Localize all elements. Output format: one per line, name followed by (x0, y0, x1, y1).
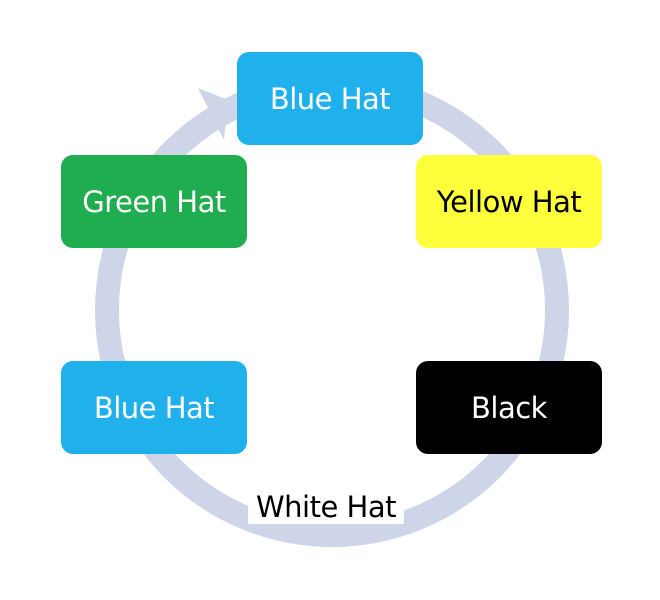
node-black-hat: Black (416, 361, 602, 454)
node-label: Green Hat (82, 184, 226, 219)
node-white-hat: White Hat (248, 490, 404, 524)
node-label: Blue Hat (269, 81, 391, 116)
node-label: Yellow Hat (436, 184, 582, 219)
cycle-arc (95, 73, 569, 547)
arrow-head-icon (198, 88, 228, 140)
node-blue-hat-bottom: Blue Hat (61, 361, 247, 454)
node-green-hat: Green Hat (61, 155, 247, 248)
node-label: White Hat (256, 490, 397, 524)
node-yellow-hat: Yellow Hat (416, 155, 602, 248)
node-blue-hat-top: Blue Hat (237, 52, 423, 145)
node-label: Blue Hat (93, 390, 215, 425)
node-label: Black (471, 390, 547, 425)
